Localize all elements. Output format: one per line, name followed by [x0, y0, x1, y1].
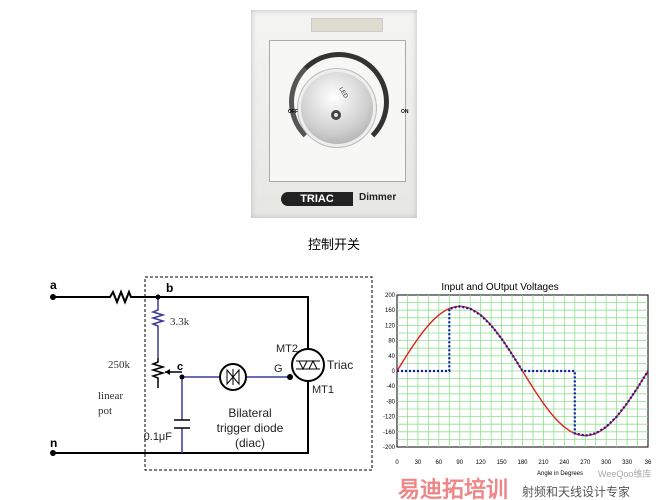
dimmer-photo: LED OFF ON TRIAC Dimmer — [251, 10, 417, 218]
x-tick-label: 240 — [559, 460, 570, 466]
x-tick-label: 36 — [645, 460, 652, 466]
diac-line-1: Bilateral — [228, 406, 271, 420]
x-tick-label: 180 — [517, 460, 528, 466]
x-tick-label: 120 — [476, 460, 487, 466]
x-tick-label: 330 — [622, 460, 633, 466]
resistor-3k3 — [150, 297, 166, 358]
brand-label: TRIAC — [300, 193, 334, 205]
y-tick-label: 120 — [385, 323, 396, 329]
node-a-label: a — [50, 278, 57, 292]
y-tick-label: 80 — [388, 339, 395, 345]
x-tick-label: 90 — [456, 460, 463, 466]
x-tick-label: 0 — [395, 460, 399, 466]
dial-arc — [289, 52, 389, 152]
diac-line-3: (diac) — [235, 436, 265, 450]
r1-label: 3.3k — [170, 316, 190, 328]
node-b-label: b — [166, 281, 173, 295]
capacitor — [174, 419, 190, 429]
x-tick-label: 60 — [435, 460, 442, 466]
y-tick-label: 160 — [385, 308, 396, 314]
x-axis-label: Angle in Degrees — [537, 471, 583, 477]
node-c-dot — [179, 374, 185, 380]
wire-top — [53, 289, 309, 349]
knob[interactable] — [301, 72, 373, 144]
y-tick-label: 200 — [385, 293, 396, 299]
indicator-window — [311, 18, 383, 32]
watermark-line-1: 易迪拓培训 — [398, 477, 508, 500]
y-tick-label: -80 — [386, 399, 395, 405]
brand-badge: TRIAC — [281, 192, 353, 206]
mt2-label: MT2 — [276, 343, 298, 355]
triac-label: Triac — [327, 358, 353, 372]
terminal-a — [50, 294, 56, 300]
x-tick-label: 30 — [415, 460, 422, 466]
terminal-n — [50, 450, 56, 456]
product-label: Dimmer — [359, 192, 397, 203]
series-output-line — [397, 305, 649, 437]
y-tick-label: -120 — [383, 415, 396, 421]
wiper-arrow — [165, 369, 170, 375]
series-input-line — [396, 305, 649, 437]
on-label: ON — [401, 109, 409, 115]
y-tick-label: -40 — [386, 384, 395, 390]
y-tick-label: 0 — [392, 369, 396, 375]
mt1-label: MT1 — [312, 384, 334, 396]
x-tick-label: 210 — [538, 460, 549, 466]
pot-desc-1: linear — [98, 390, 123, 402]
chart-title: Input and OUtput Voltages — [441, 282, 558, 293]
sun-icon — [331, 110, 341, 120]
off-label: OFF — [288, 109, 298, 115]
gate-dot — [287, 374, 293, 380]
node-n-label: n — [50, 436, 57, 450]
triac-symbol — [291, 348, 325, 382]
pot-desc-2: pot — [98, 405, 112, 417]
x-tick-label: 150 — [497, 460, 508, 466]
y-tick-label: 40 — [388, 354, 395, 360]
x-tick-label: 300 — [601, 460, 612, 466]
watermark-line-2: WeeQoo维库 — [598, 468, 651, 479]
diac-glyph — [226, 368, 240, 386]
wire-bottom — [53, 381, 309, 454]
y-tick-label: -200 — [383, 445, 396, 451]
triac-glyph — [296, 359, 320, 371]
cap-label: 0.1μF — [144, 431, 173, 443]
y-tick-label: -160 — [383, 430, 396, 436]
pot-value: 250k — [108, 359, 131, 371]
watermark-line-3: 射频和天线设计专家 — [522, 484, 630, 499]
node-b-dot — [155, 294, 161, 300]
gate-label: G — [274, 363, 283, 375]
photo-caption: 控制开关 — [307, 237, 360, 252]
node-c-label: c — [177, 361, 183, 373]
x-tick-label: 270 — [580, 460, 591, 466]
diac-line-2: trigger diode — [217, 421, 284, 435]
